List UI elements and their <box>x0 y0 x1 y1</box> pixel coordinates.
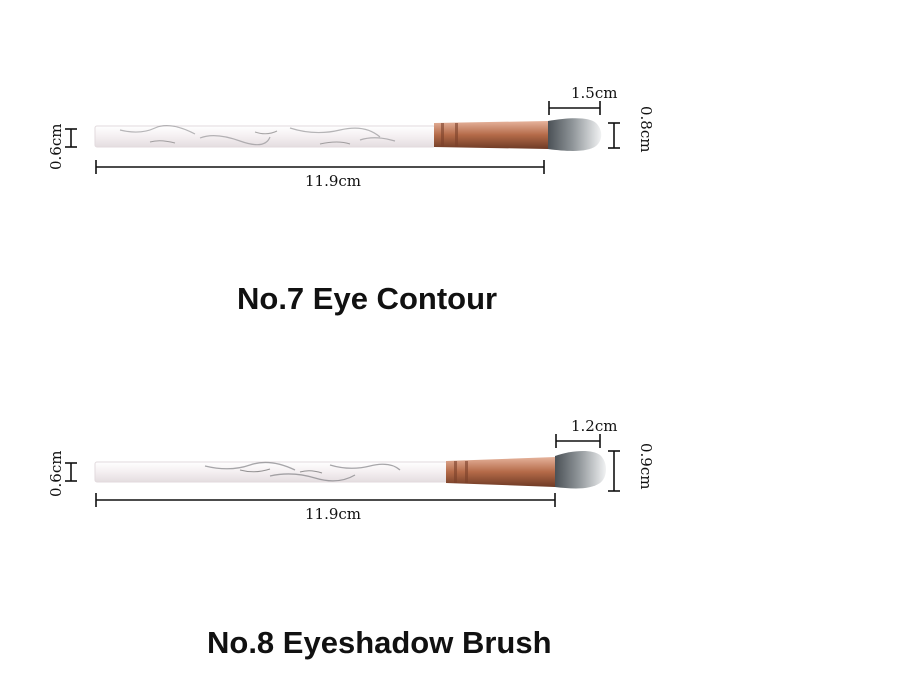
brush-ferrule <box>446 457 555 487</box>
bristle-width-label: 0.9cm <box>637 443 655 489</box>
bristle-length-label: 1.5cm <box>571 84 617 102</box>
bristle-length-label: 1.2cm <box>571 417 617 435</box>
brush-bristles <box>548 118 602 151</box>
bristle-width-label: 0.8cm <box>637 106 655 152</box>
brush-bristles <box>555 450 606 489</box>
dimension-lines <box>65 434 620 507</box>
dimension-lines <box>65 101 620 174</box>
handle-thickness-label: 0.6cm <box>47 451 65 497</box>
total-length-label: 11.9cm <box>305 505 361 523</box>
handle-thickness-label: 0.6cm <box>47 124 65 170</box>
brush-handle <box>94 461 448 483</box>
brush-ferrule <box>434 121 548 149</box>
brush-no8-title: No.8 Eyeshadow Brush <box>207 625 552 660</box>
total-length-label: 11.9cm <box>305 172 361 190</box>
brush-no7-title: No.7 Eye Contour <box>237 281 498 316</box>
